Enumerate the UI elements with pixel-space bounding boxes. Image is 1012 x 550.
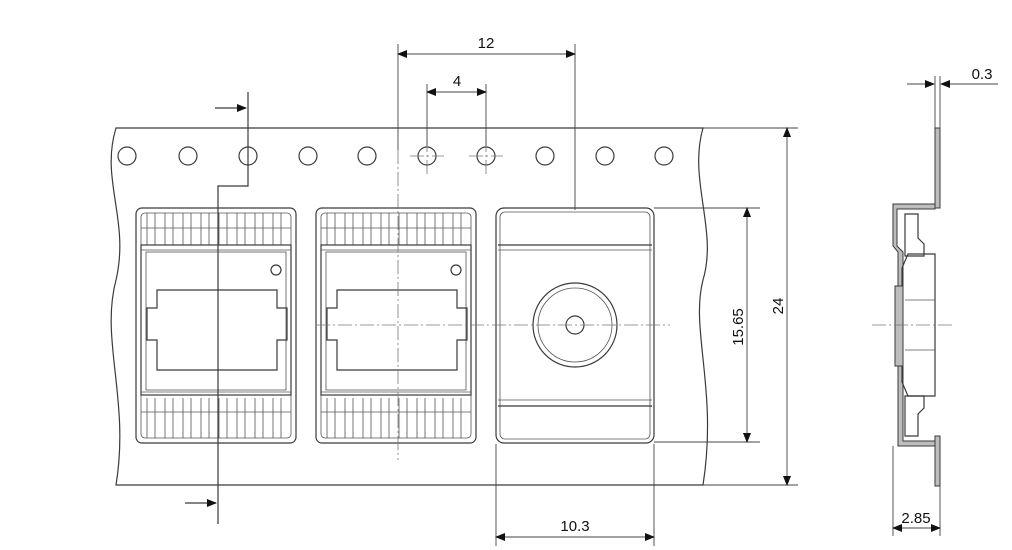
dimension-pitch: 12 xyxy=(397,35,576,210)
pocket-with-component-1 xyxy=(135,207,297,444)
dimension-thickness: 0.3 xyxy=(907,66,998,128)
dimension-width: 24 xyxy=(703,127,798,486)
dimension-label-width: 24 xyxy=(770,298,787,315)
dimension-label-hole-pitch: 4 xyxy=(453,73,461,90)
dimension-pocket-width: 10.3 xyxy=(495,444,655,546)
dimension-hole-pitch: 4 xyxy=(426,73,487,146)
dimension-label-pocket-length: 15.65 xyxy=(730,308,747,346)
dimension-pocket-length: 15.65 xyxy=(654,207,760,443)
dimension-label-thickness: 0.3 xyxy=(972,66,993,83)
sprocket-holes xyxy=(117,146,674,166)
dimension-label-pitch: 12 xyxy=(478,35,495,52)
section-cut-line xyxy=(185,92,249,524)
side-view xyxy=(872,127,955,487)
pocket-with-component-2 xyxy=(315,207,477,444)
empty-pocket xyxy=(495,207,655,444)
dimension-label-pocket-width: 10.3 xyxy=(560,518,589,535)
dimension-label-depth: 2.85 xyxy=(901,510,930,527)
dimension-depth: 2.85 xyxy=(892,446,941,536)
